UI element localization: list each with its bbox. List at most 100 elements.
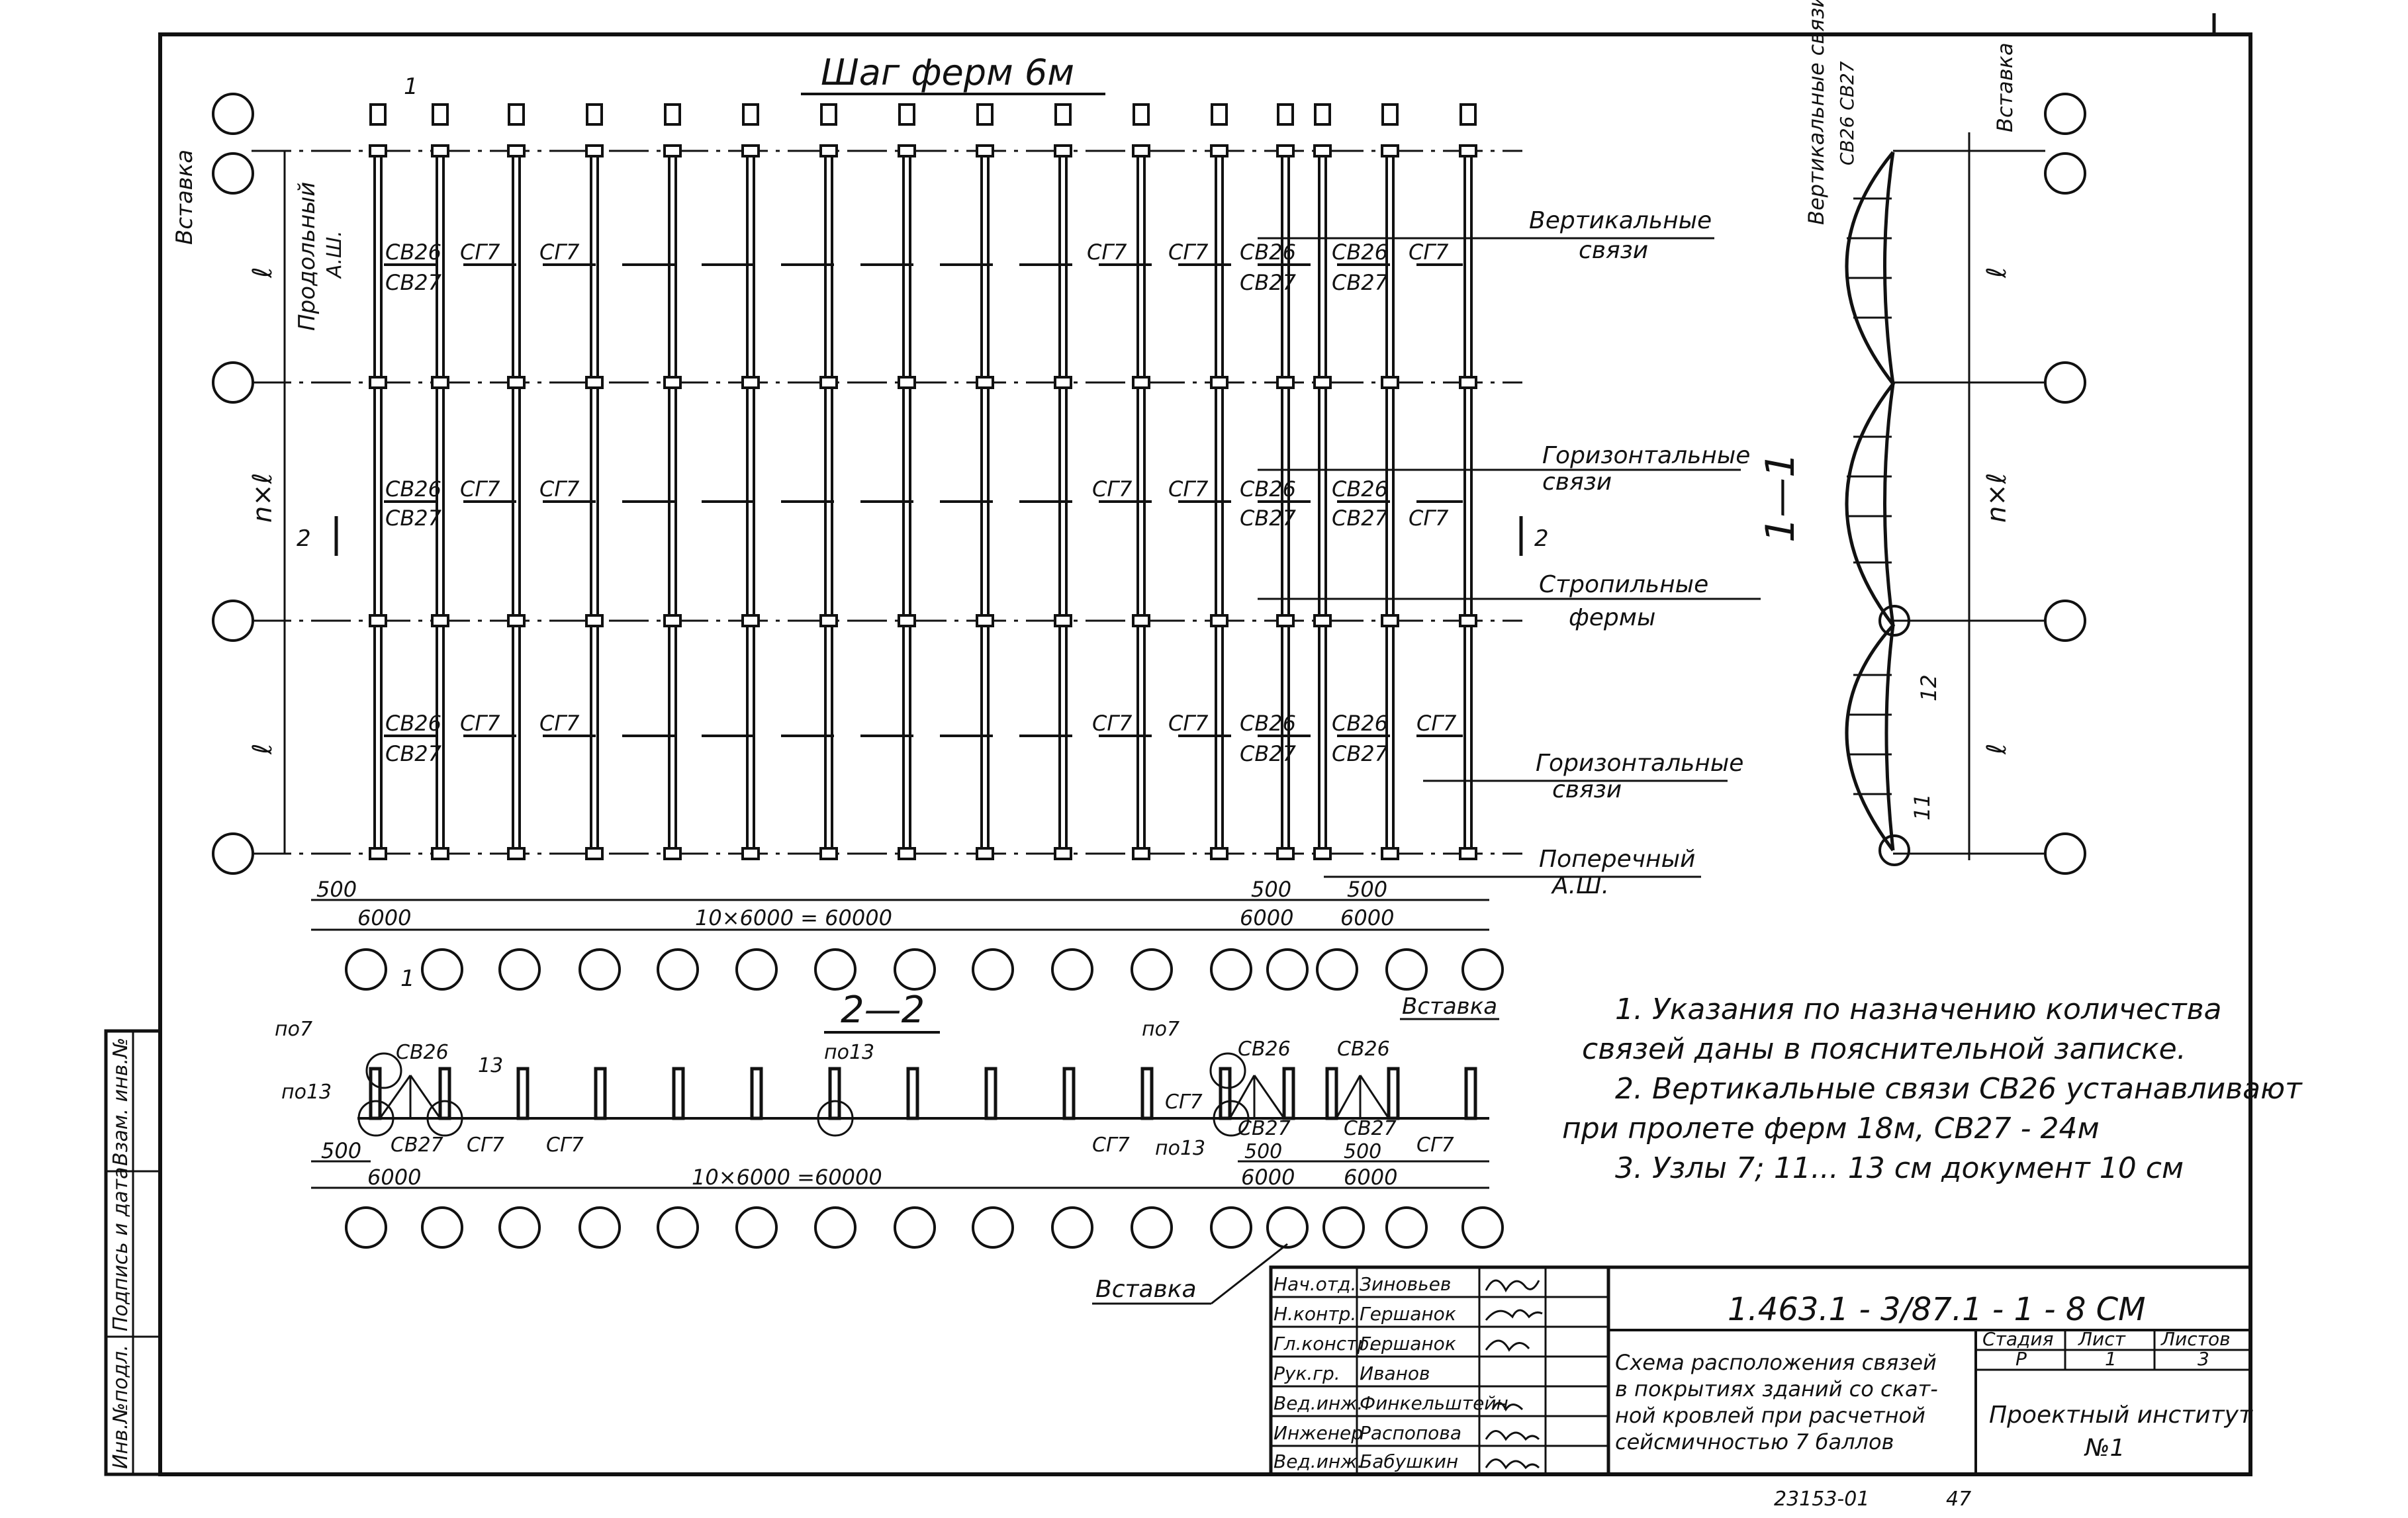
personnel-role: Вед.инж. [1273, 1392, 1363, 1414]
plan-brace-labels-row3: СВ26 СВ27 СГ7 СГ7 СГ7 СГ7 СВ26 СВ27 СВ26… [385, 711, 1457, 766]
node-12: 12 [1916, 674, 1941, 701]
plan-legend: Вертикальные связи Горизонтальные связи … [1258, 207, 1761, 899]
sheets-header: Листов [2160, 1328, 2231, 1350]
brace-label: СГ7 [1409, 506, 1449, 531]
brace-label: СГ7 [1409, 240, 1449, 265]
note-line: 2. Вертикальные связи СВ26 устанавливают [1615, 1072, 2303, 1106]
personnel-role: Н.контр. [1273, 1303, 1356, 1325]
span-label: ℓ [248, 267, 278, 279]
section2-axis-circles [345, 1206, 1504, 1249]
organization: Проектный институт [1989, 1402, 2253, 1429]
brace-label: СВ27 [385, 741, 442, 766]
side-stamp-inv: Инв.№подл. [109, 1345, 132, 1469]
section-1-1: 1—1 Вертикальные связи СВ26 СВ27 Вставка… [1757, 0, 2086, 875]
brace-label: СВ27 [1240, 506, 1297, 531]
stage-value: Р [2015, 1348, 2027, 1370]
brace-label: СВ27 [385, 506, 442, 531]
side-stamp: Инв.№подл. Подпись и дата Взам. инв.№ [104, 1029, 162, 1476]
brace-label: СВ27 [1332, 741, 1389, 766]
dim-500: 500 [1244, 1140, 1282, 1163]
description-line: в покрытиях зданий со скат- [1615, 1376, 1938, 1402]
stage-header: Стадия [1982, 1328, 2053, 1350]
brace-label: СВ26 [385, 476, 441, 502]
legend-vertical-braces-sub: связи [1579, 237, 1648, 264]
brace-label: СГ7 [1416, 711, 1457, 736]
brace-label: СВ26 [385, 711, 441, 736]
section-mark-1: 1 [404, 73, 418, 100]
section-1-title: 1—1 [1757, 453, 1804, 543]
notes: 1. Указания по назначению количества свя… [1562, 993, 2303, 1185]
brace-label: СГ7 [539, 711, 580, 736]
node-po13: по13 [281, 1081, 332, 1104]
section-mark-2: 2 [297, 525, 311, 552]
brace-label: СГ7 [1092, 711, 1133, 736]
brace-label: СГ7 [460, 476, 500, 502]
brace-label: СГ7 [1168, 240, 1209, 265]
sheets-value: 3 [2198, 1348, 2209, 1370]
node-11: 11 [1910, 793, 1935, 821]
personnel-role: Рук.гр. [1273, 1362, 1340, 1384]
brace-label: СГ7 [1087, 240, 1127, 265]
brace-label: СГ7 [1416, 1134, 1454, 1157]
dim-6000: 6000 [1240, 905, 1293, 930]
brace-label: СВ27 [391, 1134, 443, 1157]
plan-title: Шаг ферм 6м [821, 52, 1074, 93]
personnel-name: Гершанок [1360, 1333, 1456, 1355]
side-stamp-replace: Взам. инв.№ [109, 1038, 132, 1166]
sheet-header: Лист [2078, 1328, 2126, 1350]
section-mark-2: 2 [1534, 525, 1549, 552]
personnel-name: Финкельштейн [1360, 1392, 1508, 1414]
brace-label: СВ26 [1238, 1038, 1291, 1061]
personnel-role: Гл.констр. [1273, 1333, 1375, 1355]
dim-500: 500 [1344, 1140, 1381, 1163]
dim-500: 500 [316, 877, 357, 902]
note-line: связей даны в пояснительной записке. [1582, 1032, 2186, 1066]
insert-label-bottom: Вставка [1402, 993, 1497, 1020]
brace-label: СВ26 [1332, 476, 1388, 502]
personnel-name: Распопова [1360, 1422, 1461, 1444]
plan-axis-circles-bottom [345, 948, 1504, 991]
legend-horizontal-braces-sub: связи [1542, 469, 1612, 496]
brace-label: СВ26 [396, 1041, 449, 1064]
plan-nodes [369, 144, 1477, 860]
plan-axis-circles-left [212, 93, 254, 875]
dim-6000: 6000 [1344, 1165, 1397, 1190]
personnel-role: Вед.инж. [1273, 1451, 1363, 1472]
brace-label: СГ7 [539, 240, 580, 265]
legend-horizontal-braces: Горизонтальные [1542, 442, 1750, 469]
insert-label-section2: Вставка [1095, 1276, 1197, 1303]
brace-label: СГ7 [546, 1134, 584, 1157]
sheet-frame [158, 32, 2252, 1476]
section-braces-sv: СВ26 СВ27 [1836, 61, 1858, 165]
brace-label: СВ26 [1240, 711, 1296, 736]
section-axis-circles [1878, 93, 2086, 875]
personnel-name: Гершанок [1360, 1303, 1456, 1325]
footer-page: 47 [1946, 1488, 1971, 1511]
note-line: при пролете ферм 18м, СВ27 - 24м [1562, 1112, 2100, 1145]
note-line: 1. Указания по назначению количества [1615, 993, 2221, 1026]
sheet-value: 1 [2105, 1348, 2117, 1370]
title-block: Нач.отд. Зиновьев Н.контр. Гершанок Гл.к… [1269, 1265, 2253, 1476]
span-label: n×ℓ [248, 473, 278, 523]
plan-axis-lines [252, 150, 1522, 855]
brace-label: СГ7 [467, 1134, 504, 1157]
section-mark-1: 1 [400, 965, 415, 992]
personnel-role: Нач.отд. [1273, 1273, 1356, 1295]
personnel-name: Иванов [1360, 1362, 1430, 1384]
span-label: ℓ [248, 743, 278, 755]
section-vertical-braces-label: Вертикальные связи [1804, 0, 1829, 225]
dim-6000: 6000 [357, 905, 411, 930]
brace-label: СВ27 [1332, 270, 1389, 295]
brace-label: СВ27 [385, 270, 442, 295]
description-line: сейсмичностью 7 баллов [1615, 1429, 1894, 1454]
dim-6000: 6000 [367, 1165, 421, 1190]
span-label: n×ℓ [1982, 473, 2012, 523]
brace-label: СГ7 [1168, 711, 1209, 736]
brace-label: СГ7 [460, 240, 500, 265]
legend-vertical-braces: Вертикальные [1529, 207, 1712, 234]
brace-label: СГ7 [1092, 476, 1133, 502]
note-line: 3. Узлы 7; 11... 13 см документ 10 см [1615, 1151, 2184, 1185]
side-stamp-sign: Подпись и дата [109, 1167, 132, 1332]
legend-trusses-sub: фермы [1569, 604, 1655, 631]
